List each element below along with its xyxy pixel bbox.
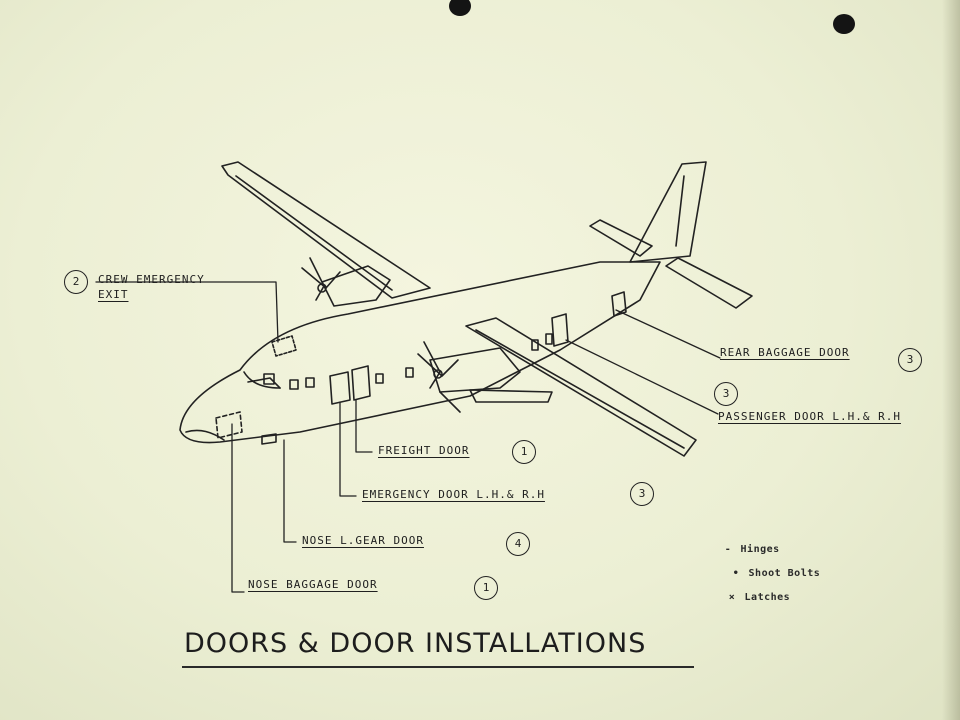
right-engine [417,341,553,413]
door-outlines [215,291,627,445]
diagram-title: DOORS & DOOR INSTALLATIONS [184,628,647,659]
callout-number: 2 [64,270,88,294]
callout-label-emergency: EMERGENCY DOOR L.H.& R.H [362,488,545,501]
right-wing [465,317,697,457]
page-edge-shadow [942,0,960,720]
callout-label-rear-baggage: REAR BAGGAGE DOOR [720,346,850,359]
leader-lines [95,281,721,593]
callout-label-passenger: PASSENGER DOOR L.H.& R.H [718,410,901,423]
legend-label: Latches [744,592,791,603]
legend-label: Shoot Bolts [748,568,821,579]
left-wing [221,161,431,299]
legend-mark: - [724,544,732,555]
left-engine [301,257,391,307]
horizontal-stabilizer [589,219,753,309]
legend-label: Hinges [740,544,780,555]
legend-item-hinges: - Hinges [722,544,780,555]
fuselage [179,261,661,444]
legend-item-shoot-bolts: • Shoot Bolts [730,568,820,579]
vertical-tail [629,161,707,263]
punch-hole [833,14,855,34]
legend-mark: × [728,592,736,603]
callout-number: 1 [512,440,536,464]
cabin-windows [263,333,553,390]
legend-mark: • [732,568,740,579]
punch-hole [449,0,471,16]
callout-label-nose-gear: NOSE L.GEAR DOOR [302,534,424,547]
callout-number: 1 [474,576,498,600]
callout-number: 3 [898,348,922,372]
callout-number: 4 [506,532,530,556]
title-underline [182,666,694,668]
callout-label-crew-exit: CREW EMERGENCY [98,273,205,286]
callout-label-crew-exit-line2: EXIT [98,288,129,301]
callout-number: 3 [714,382,738,406]
callout-number: 3 [630,482,654,506]
callout-label-nose-baggage: NOSE BAGGAGE DOOR [248,578,378,591]
legend-item-latches: × Latches [726,592,790,603]
callout-label-freight: FREIGHT DOOR [378,444,470,457]
